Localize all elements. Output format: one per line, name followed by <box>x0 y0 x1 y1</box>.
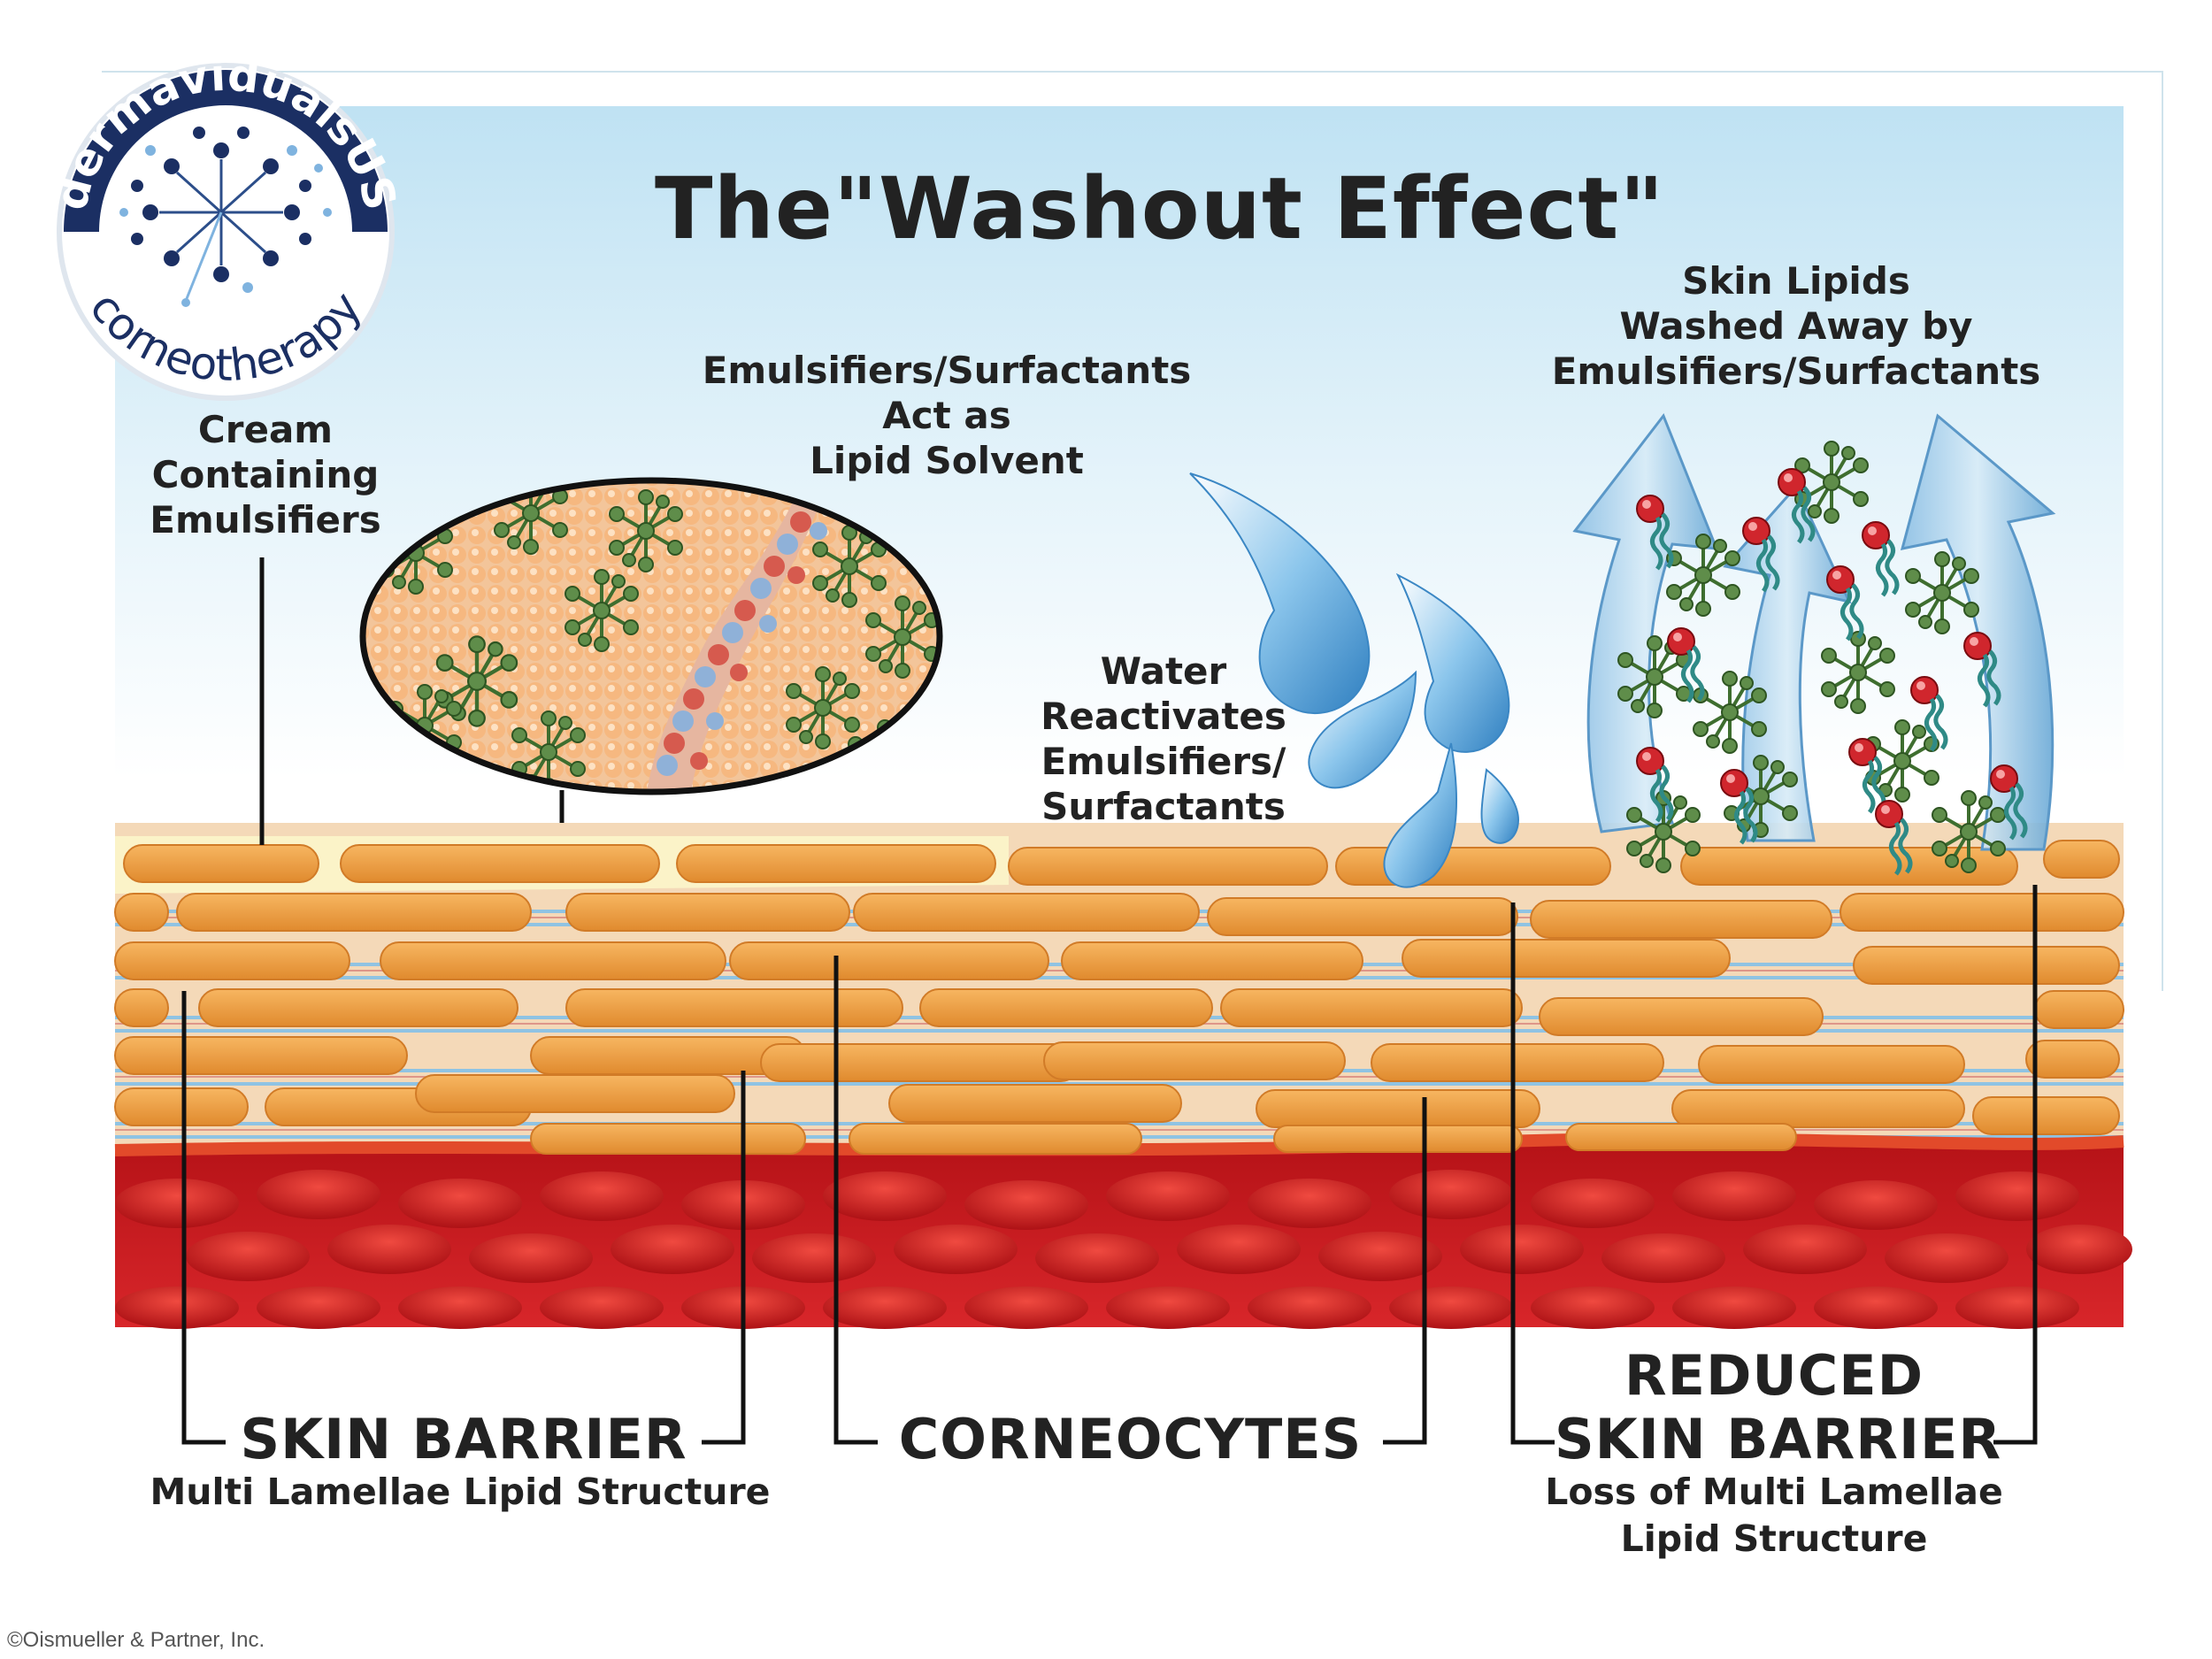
water-label-line4: Surfactants <box>1018 784 1310 829</box>
corneocytes-heading: CORNEOCYTES <box>878 1407 1383 1471</box>
water-label-line1: Water <box>1018 649 1310 694</box>
cream-label-line3: Emulsifiers <box>115 497 416 542</box>
cream-label-line1: Cream <box>115 407 416 452</box>
water-label-line3: Emulsifiers/ <box>1018 739 1310 784</box>
reduced-subtitle-line1: Loss of Multi Lamellae <box>1522 1469 2026 1516</box>
skin-barrier-heading: SKIN BARRIER <box>226 1407 702 1471</box>
logo-tagline-text: corneotherapy <box>80 282 372 391</box>
reduced-subtitle-line2: Lipid Structure <box>1522 1516 2026 1563</box>
water-label: Water Reactivates Emulsifiers/ Surfactan… <box>1018 649 1310 829</box>
page-title: The"Washout Effect" <box>655 159 1593 258</box>
washed-label-line2: Washed Away by <box>1540 303 2053 349</box>
reduced-heading-line1: REDUCED <box>1555 1343 1993 1408</box>
cream-label: Cream Containing Emulsifiers <box>115 407 416 542</box>
solvent-label: Emulsifiers/Surfactants Act as Lipid Sol… <box>690 348 1203 483</box>
skin-barrier-subtitle: Multi Lamellae Lipid Structure <box>142 1469 779 1516</box>
solvent-label-line3: Lipid Solvent <box>690 438 1203 483</box>
washed-label-line3: Emulsifiers/Surfactants <box>1540 349 2053 394</box>
solvent-label-line1: Emulsifiers/Surfactants <box>690 348 1203 393</box>
water-label-line2: Reactivates <box>1018 694 1310 739</box>
solvent-label-line2: Act as <box>690 393 1203 438</box>
washed-away-label: Skin Lipids Washed Away by Emulsifiers/S… <box>1540 258 2053 394</box>
logo-brand-text: dermavidualsUS <box>45 49 406 215</box>
reduced-heading-line2: SKIN BARRIER <box>1555 1407 1993 1471</box>
washed-label-line1: Skin Lipids <box>1540 258 2053 303</box>
cream-label-line2: Containing <box>115 452 416 497</box>
copyright-notice: ©Oismueller & Partner, Inc. <box>7 1628 265 1653</box>
